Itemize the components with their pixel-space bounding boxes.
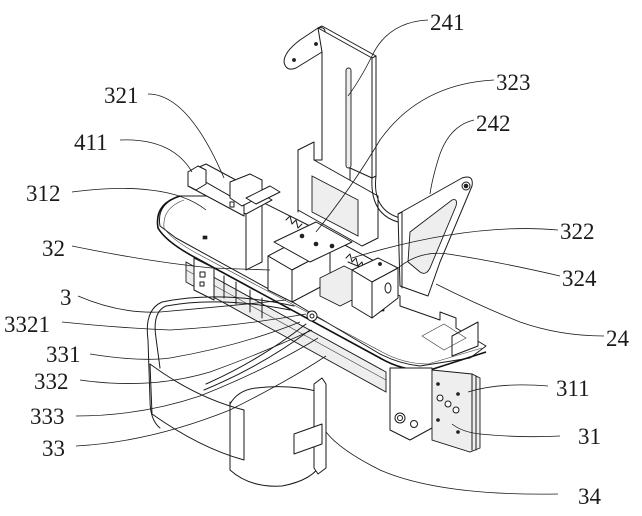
leader-312 (71, 188, 207, 211)
label-24: 24 (606, 326, 630, 351)
leader-31 (451, 423, 561, 438)
label-332: 332 (34, 369, 69, 394)
leader-241 (347, 19, 429, 97)
label-321: 321 (104, 83, 139, 108)
side-arm-242 (397, 176, 473, 297)
label-3321: 3321 (4, 312, 50, 337)
leader-321 (147, 93, 225, 179)
label-312: 312 (26, 181, 61, 206)
label-34: 34 (578, 484, 602, 509)
label-241: 241 (430, 10, 465, 35)
wrapping-band-33 (146, 296, 327, 487)
leader-3321 (61, 313, 307, 331)
leader-lines (61, 19, 605, 495)
label-324: 324 (562, 266, 597, 291)
label-311: 311 (556, 376, 590, 401)
leader-3 (77, 295, 287, 313)
label-323: 323 (496, 70, 531, 95)
upper-bracket-241 (283, 25, 401, 247)
label-322: 322 (560, 219, 595, 244)
label-333: 333 (30, 404, 65, 429)
label-31: 31 (578, 424, 601, 449)
leader-34 (325, 431, 559, 495)
leader-411 (119, 139, 193, 173)
label-32: 32 (42, 236, 65, 261)
side-clip-34 (293, 377, 327, 475)
leader-242 (429, 119, 475, 195)
label-33: 33 (42, 436, 65, 461)
label-242: 242 (476, 111, 511, 136)
leader-323 (315, 79, 495, 233)
label-331: 331 (46, 342, 81, 367)
leader-333 (75, 337, 319, 417)
clamping-assembly-32 (231, 193, 399, 322)
label-411: 411 (74, 130, 108, 155)
leader-322 (351, 228, 559, 259)
leader-331 (89, 321, 301, 360)
leader-324 (397, 252, 561, 277)
sensor-411 (187, 165, 207, 191)
leader-24 (435, 283, 605, 337)
leader-32 (71, 245, 271, 271)
leader-311 (467, 384, 549, 393)
leader-332 (79, 329, 313, 384)
leader-33 (75, 355, 327, 447)
label-3: 3 (60, 285, 72, 310)
reference-labels: 241 323 242 321 411 312 322 32 324 3 24 … (4, 10, 630, 509)
mount-31 (389, 367, 481, 453)
